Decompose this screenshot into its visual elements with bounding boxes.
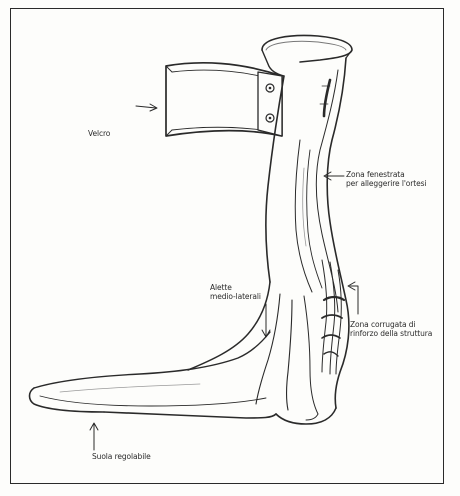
calf-cuff [262,36,352,76]
label-velcro: Velcro [88,129,110,138]
label-zona-fenestrata: Zona fenestrata per alleggerire l'ortesi [346,170,426,188]
adjustable-sole [30,332,277,418]
corrugata-arrow [350,286,358,314]
label-suola-regolabile: Suola regolabile [92,452,151,461]
label-zona-corrugata: Zona corrugata di rinforzo della struttu… [350,320,432,338]
velcro-arrow [136,106,156,108]
label-alette-medio-laterali: Alette medio-laterali [210,283,261,301]
velcro-strap [166,63,282,136]
orthosis-shank [266,58,349,408]
medio-lateral-flanges [188,282,336,424]
